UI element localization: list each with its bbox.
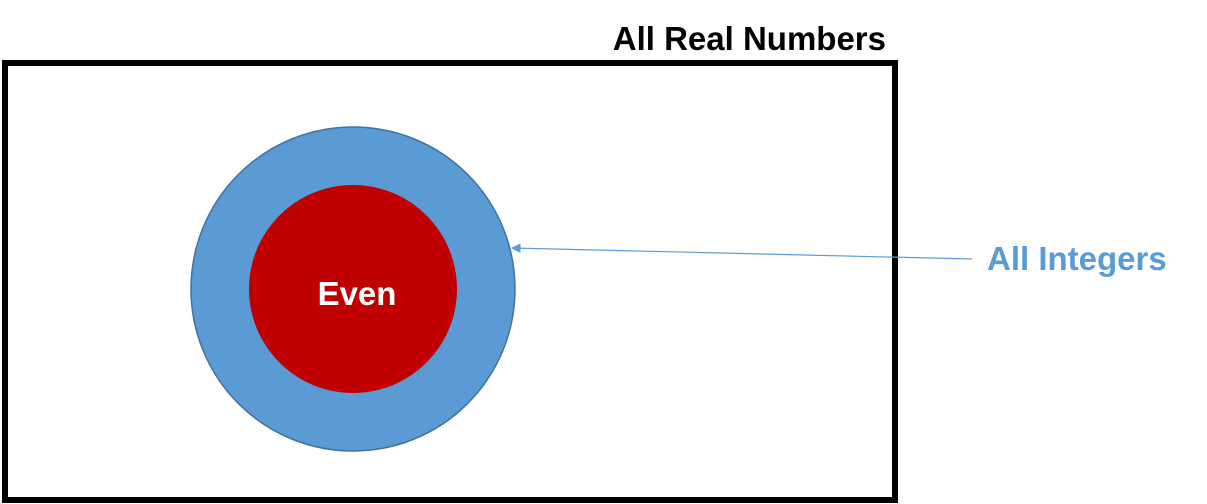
even-set-circle [249, 185, 457, 393]
integers-set-label: All Integers [987, 240, 1167, 277]
even-set-label: Even [318, 275, 397, 312]
universe-set-label: All Real Numbers [613, 20, 886, 57]
integers-pointer-arrow [511, 243, 973, 260]
universe-set-rect [2, 60, 898, 503]
